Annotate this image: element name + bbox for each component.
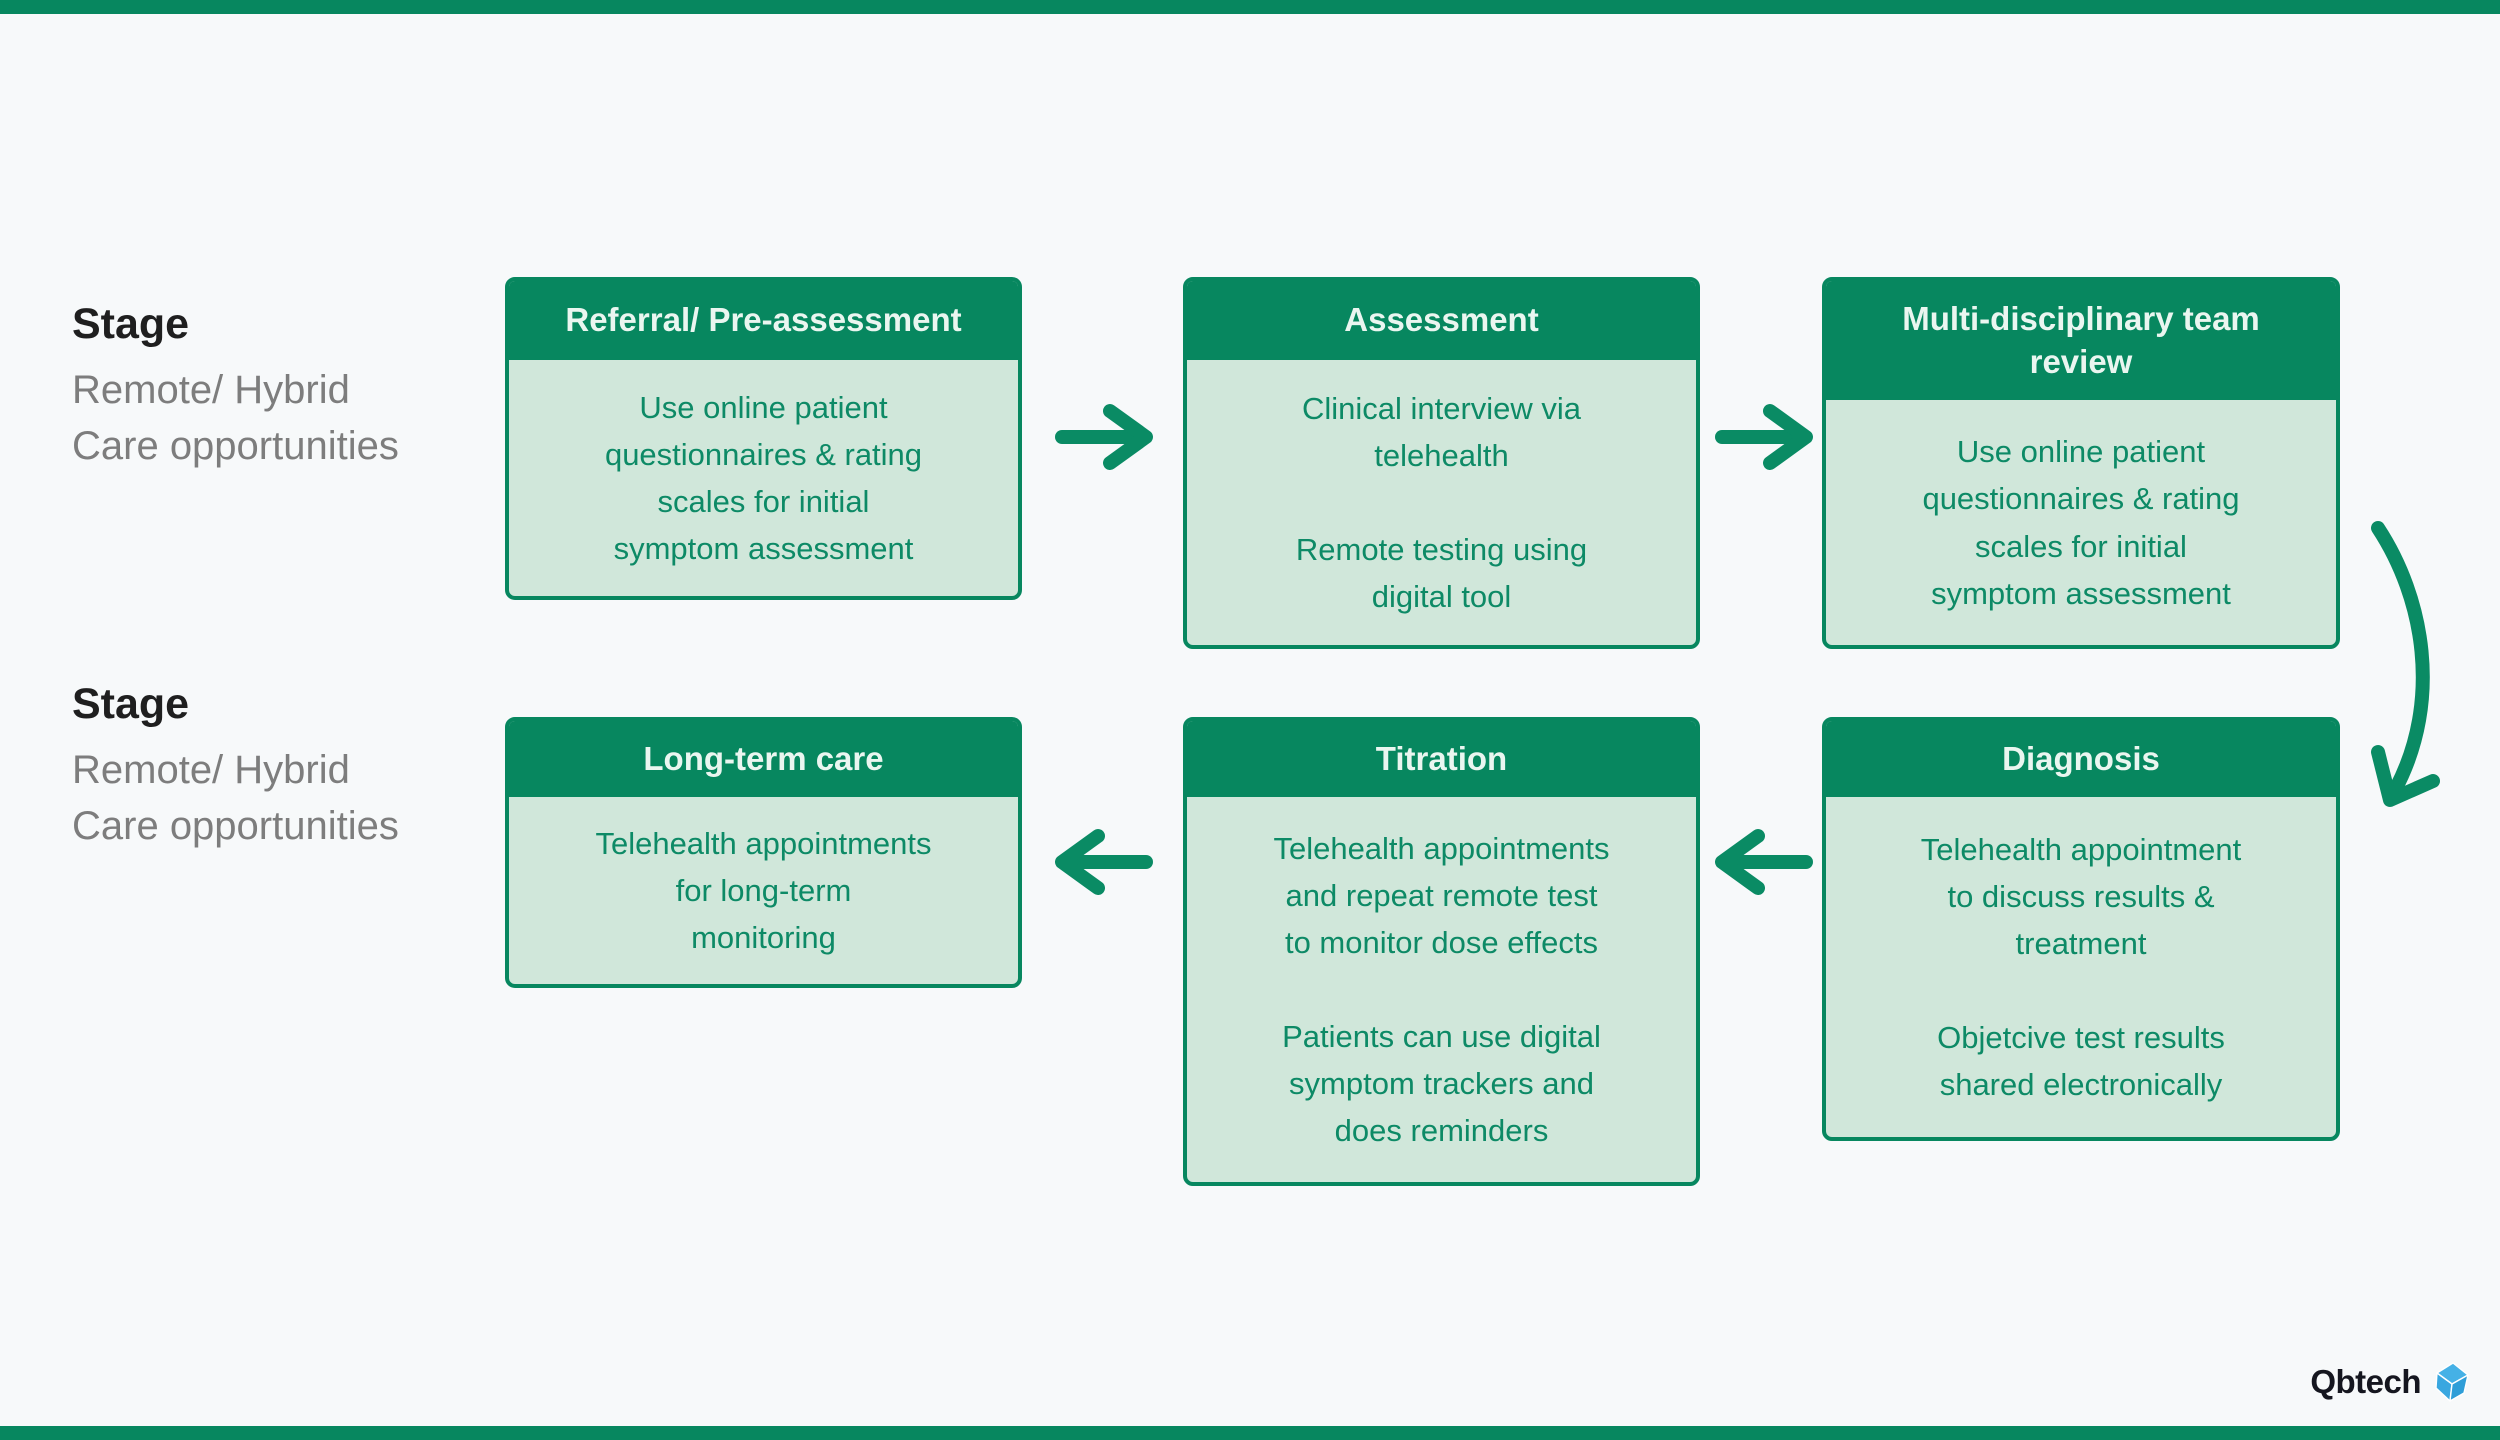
- flow-box-long-term-care: Long-term care Telehealth appointments f…: [505, 717, 1022, 988]
- stage-label-row2: Stage Remote/ Hybrid Care opportunities: [72, 680, 399, 854]
- box-body: Clinical interview via telehealth Remote…: [1187, 360, 1696, 645]
- box-body: Use online patient questionnaires & rati…: [509, 360, 1018, 596]
- box-body: Telehealth appointments and repeat remot…: [1187, 797, 1696, 1182]
- stage-title: Stage: [72, 680, 190, 728]
- arrow-assessment-to-mdt: [1715, 404, 1813, 470]
- box-paragraph: Use online patient questionnaires & rati…: [1922, 434, 2240, 611]
- box-title: Diagnosis: [1826, 721, 2336, 797]
- box-paragraph: Objetcive test results shared electronic…: [1937, 1019, 2225, 1102]
- box-body: Use online patient questionnaires & rati…: [1826, 400, 2336, 645]
- box-body: Telehealth appointment to discuss result…: [1826, 797, 2336, 1137]
- flow-box-titration: Titration Telehealth appointments and re…: [1183, 717, 1700, 1186]
- box-paragraph: Clinical interview via telehealth: [1301, 391, 1582, 474]
- box-title: Titration: [1187, 721, 1696, 797]
- box-title: Assessment: [1187, 281, 1696, 360]
- box-body: Telehealth appointments for long-term mo…: [509, 797, 1018, 984]
- arrow-titration-to-longterm: [1055, 829, 1153, 895]
- flow-box-assessment: Assessment Clinical interview via telehe…: [1183, 277, 1700, 649]
- box-paragraph: Use online patient questionnaires & rati…: [604, 389, 923, 567]
- box-title: Multi-disciplinary team review: [1826, 281, 2336, 400]
- arrow-referral-to-assessment: [1055, 404, 1153, 470]
- arrow-diagnosis-to-titration: [1715, 829, 1813, 895]
- box-title: Long-term care: [509, 721, 1018, 797]
- box-paragraph: Remote testing using digital tool: [1295, 531, 1588, 614]
- box-paragraph: Patients can use digital symptom tracker…: [1282, 1018, 1601, 1148]
- bottom-accent-bar: [0, 1426, 2500, 1440]
- box-paragraph: Telehealth appointments and repeat remot…: [1273, 831, 1610, 961]
- flow-box-diagnosis: Diagnosis Telehealth appointment to disc…: [1822, 717, 2340, 1141]
- flow-box-multi-disciplinary-team-review: Multi-disciplinary team review Use onlin…: [1822, 277, 2340, 649]
- arrow-mdt-to-diagnosis-curved: [2371, 521, 2440, 807]
- box-paragraph: Telehealth appointment to discuss result…: [1920, 832, 2242, 962]
- stage-subtitle: Remote/ Hybrid Care opportunities: [72, 368, 399, 468]
- top-accent-bar: [0, 0, 2500, 14]
- box-title: Referral/ Pre-assessment: [509, 281, 1018, 360]
- qbtech-logo-text: Qbtech: [2310, 1363, 2421, 1400]
- stage-subtitle: Remote/ Hybrid Care opportunities: [72, 748, 399, 848]
- qbtech-cube-icon: [2435, 1362, 2469, 1402]
- qbtech-logo: Qbtech: [2310, 1360, 2472, 1404]
- flow-box-referral-pre-assessment: Referral/ Pre-assessment Use online pati…: [505, 277, 1022, 600]
- stage-title: Stage: [72, 300, 190, 348]
- stage-label-row1: Stage Remote/ Hybrid Care opportunities: [72, 300, 399, 474]
- box-paragraph: Telehealth appointments for long-term mo…: [595, 825, 932, 956]
